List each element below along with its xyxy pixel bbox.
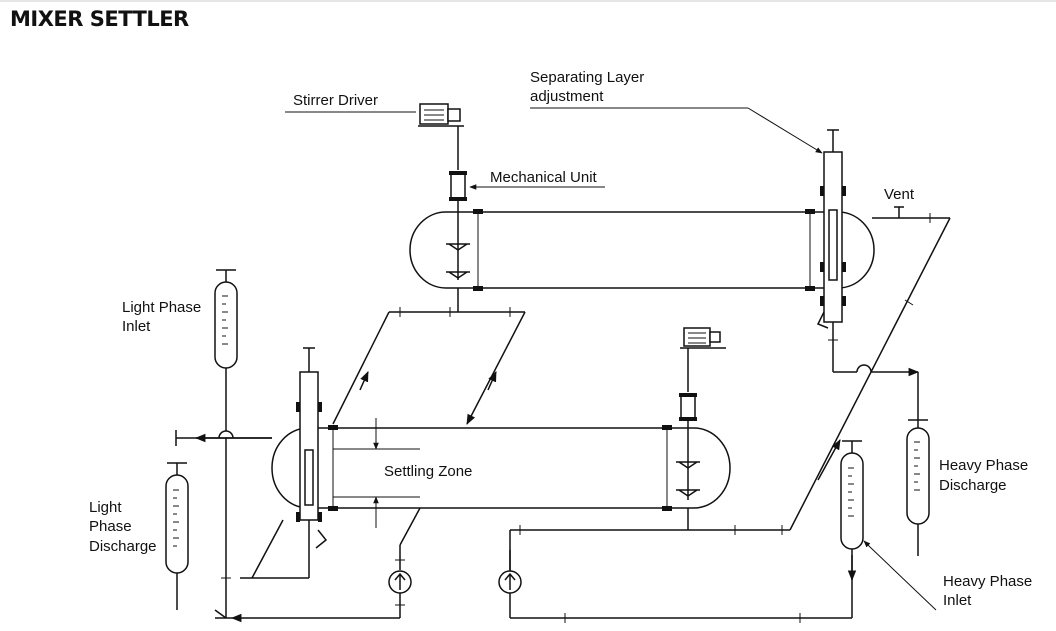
upper-adjustment-column [816, 129, 920, 377]
lower-vessel [271, 418, 731, 528]
upper-stirrer-driver [418, 103, 464, 170]
heavy-phase-discharge-cylinder [906, 372, 930, 556]
light-phase-discharge-label-line1: Light [89, 499, 122, 516]
upper-vessel [409, 209, 875, 291]
upper-mechanical-unit [446, 171, 470, 312]
page-title: MIXER SETTLER [10, 7, 189, 31]
light-phase-inlet-label-line1: Light Phase [122, 299, 202, 316]
pump-left [230, 507, 421, 623]
heavy-phase-discharge-label-line1: Heavy Phase [939, 457, 1029, 474]
heavy-phase-feed-line [509, 439, 853, 623]
light-phase-discharge-label-line2: Phase [89, 518, 132, 535]
separating-layer-label-line2: adjustment [530, 88, 604, 105]
label-leaders [285, 107, 937, 611]
lower-mechanical-unit [676, 393, 700, 530]
heavy-phase-inlet-label-line2: Inlet [943, 592, 972, 609]
settling-zone-label: Settling Zone [384, 463, 473, 480]
light-phase-inlet-cylinder [214, 269, 238, 380]
separating-layer-label-line1: Separating Layer [530, 69, 645, 86]
lower-adjustment-column [240, 347, 328, 579]
mechanical-unit-label: Mechanical Unit [490, 169, 597, 186]
light-phase-inlet-label-line2: Inlet [122, 318, 151, 335]
light-phase-discharge-label-line3: Discharge [89, 538, 157, 555]
vent-line [789, 206, 951, 531]
heavy-phase-inlet-label-line1: Heavy Phase [943, 573, 1033, 590]
heavy-phase-discharge-label-line2: Discharge [939, 477, 1007, 494]
pump-right [498, 550, 522, 594]
interconnect-lines [332, 307, 526, 425]
light-phase-discharge-cylinder [165, 462, 189, 610]
stirrer-driver-label: Stirrer Driver [293, 92, 378, 109]
vent-label: Vent [884, 186, 915, 203]
heavy-phase-inlet-cylinder [840, 440, 864, 582]
light-phase-network [175, 380, 284, 619]
lower-stirrer-driver [680, 327, 726, 392]
